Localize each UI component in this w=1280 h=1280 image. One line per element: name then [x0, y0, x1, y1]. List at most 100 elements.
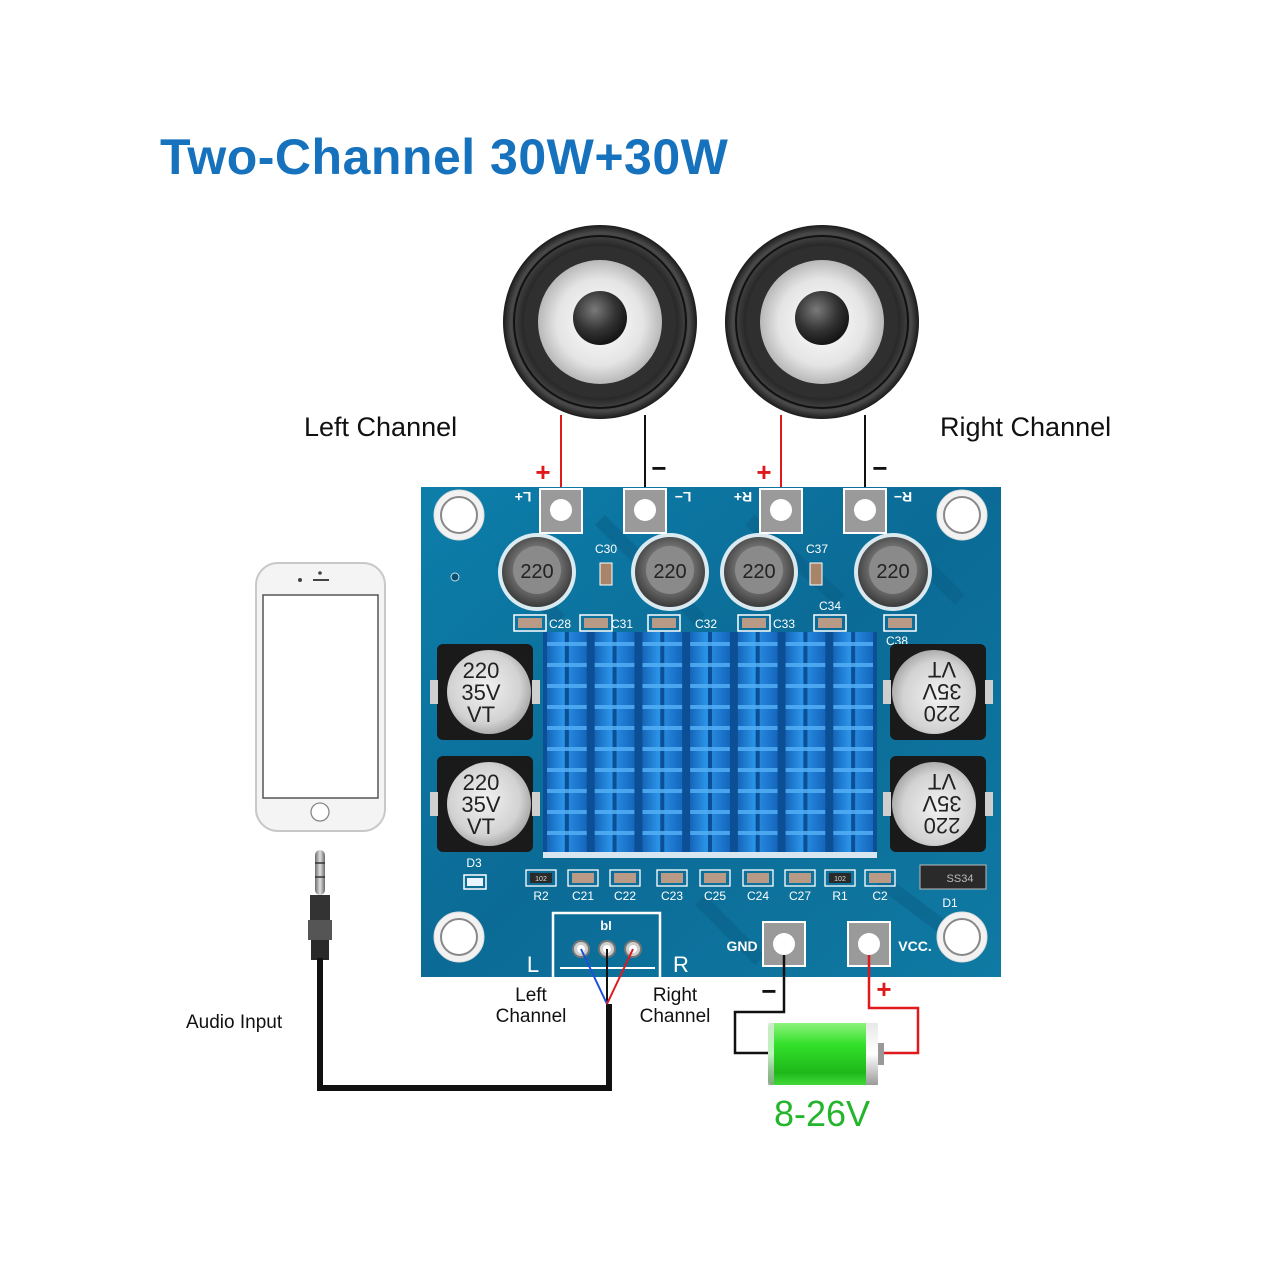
vcc-terminal[interactable]: VCC.: [847, 921, 932, 967]
inductor: 220: [631, 533, 709, 611]
wire-vcc: [867, 955, 920, 1055]
right-plus-sign: +: [756, 457, 771, 487]
wire-left-audio: [580, 948, 608, 1005]
capacitor-c34: C34: [819, 599, 841, 613]
component-label: C31: [611, 617, 633, 631]
capacitor-marking: 220: [463, 658, 500, 683]
left-speaker: [503, 225, 697, 419]
input-right-marker: R: [673, 952, 689, 977]
capacitor-marking: 35V: [922, 679, 961, 704]
component-label: C25: [704, 889, 726, 903]
phone-screen: [262, 594, 379, 799]
vcc-label: VCC.: [898, 938, 931, 954]
capacitor-marking: 220: [463, 770, 500, 795]
capacitor-marking: VT: [467, 702, 495, 727]
component-d3: D3: [463, 856, 487, 890]
inductor-value: 220: [876, 561, 909, 583]
battery-icon: [768, 1023, 884, 1085]
component-label: C2: [872, 889, 888, 903]
gnd-minus-sign: −: [761, 976, 776, 1006]
inductor: 220: [498, 533, 576, 611]
audio-jack: [308, 850, 332, 960]
component-label: C27: [789, 889, 811, 903]
component-c2: C2: [864, 869, 896, 903]
smd-capacitor: [513, 614, 547, 632]
resistor-code: 102: [535, 876, 547, 883]
output-terminal-lplus[interactable]: L+: [515, 488, 583, 534]
right-channel-input-label: Right Channel: [630, 985, 720, 1027]
phone-home-button: [310, 802, 330, 822]
smd-capacitor: [883, 614, 917, 632]
component-c25: C25: [699, 869, 731, 903]
component-label: C34: [819, 599, 841, 613]
component-c22: C22: [609, 869, 641, 903]
output-terminal-rplus[interactable]: R+: [734, 488, 803, 534]
phone-speaker-slot: [313, 579, 329, 581]
smd-capacitor: [813, 614, 847, 632]
component-label: C30: [595, 542, 617, 556]
left-minus-sign: −: [651, 453, 666, 483]
component-label: C21: [572, 889, 594, 903]
audio-input-label: Audio Input: [186, 1012, 283, 1033]
output-terminal-lminus[interactable]: L−: [623, 488, 692, 534]
mounting-hole: [433, 911, 485, 963]
gnd-label: GND: [726, 938, 757, 954]
left-channel-input-label: Left Channel: [486, 985, 576, 1027]
right-speaker: [725, 225, 919, 419]
component-c27: C27: [784, 869, 816, 903]
vcc-plus-sign: +: [876, 974, 891, 1004]
right-channel-label: Right Channel: [940, 412, 1112, 442]
capacitor-marking: 35V: [461, 680, 500, 705]
terminal-label: R+: [734, 489, 752, 505]
speaker-dome: [573, 291, 627, 345]
phone-camera: [318, 571, 322, 575]
header-label: bI: [600, 918, 612, 933]
inductor-value: 220: [653, 561, 686, 583]
input-left-marker: L: [527, 952, 539, 977]
component-label: C37: [806, 542, 828, 556]
component-label: C32: [695, 617, 717, 631]
component-label: C33: [773, 617, 795, 631]
component-c21: C21: [567, 869, 599, 903]
capacitor-marking: VT: [467, 814, 495, 839]
smartphone: [255, 562, 386, 832]
left-label-line2: Channel: [495, 1006, 567, 1027]
mounting-hole: [936, 911, 988, 963]
component-c24: C24: [742, 869, 774, 903]
terminal-label: L−: [675, 489, 692, 505]
audio-cable: [317, 958, 612, 1091]
component-label: R2: [533, 889, 549, 903]
right-label-line1: Right: [652, 985, 698, 1006]
voltage-range-label: 8-26V: [774, 1093, 871, 1134]
inductor: 220: [854, 533, 932, 611]
wire-gnd: [733, 955, 786, 1055]
terminal-label: R−: [894, 489, 912, 505]
left-label-line1: Left: [515, 985, 547, 1006]
component-c23: C23: [656, 869, 688, 903]
wire-right-audio: [606, 948, 634, 1005]
component-label: C23: [661, 889, 683, 903]
left-channel-label: Left Channel: [304, 412, 458, 442]
capacitor-marking: 220: [924, 813, 961, 838]
heatsink: [543, 632, 877, 858]
component-label: C22: [614, 889, 636, 903]
capacitor-marking: VT: [928, 657, 956, 682]
resistor-code: 102: [834, 876, 846, 883]
component-label: C24: [747, 889, 769, 903]
smd-capacitor: [647, 614, 681, 632]
mounting-hole: [433, 489, 485, 541]
output-terminal-rminus[interactable]: R−: [843, 488, 912, 534]
smd-capacitor: [579, 614, 613, 632]
capacitor-marking: 220: [924, 701, 961, 726]
terminal-label: L+: [515, 489, 532, 505]
component-label: R1: [832, 889, 848, 903]
left-plus-sign: +: [535, 457, 550, 487]
